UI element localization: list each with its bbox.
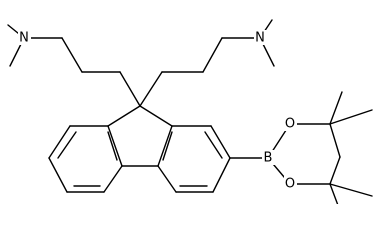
bond [210, 125, 231, 159]
atom-label-nitrogen-left: N [19, 31, 29, 46]
bond [48, 125, 71, 159]
bond [157, 125, 173, 167]
bond [107, 125, 123, 167]
bond [329, 123, 341, 158]
bond [48, 157, 68, 193]
bond [204, 131, 223, 159]
atom-labels: N N B O O [18, 30, 297, 192]
bond [107, 105, 141, 127]
atom-label-oxygen-bottom: O [285, 177, 295, 192]
bond [103, 165, 123, 193]
bond [329, 91, 343, 125]
bond [107, 131, 118, 161]
bond [202, 37, 223, 73]
bond [57, 131, 77, 159]
bond [162, 131, 173, 161]
atom-label-nitrogen-right: N [255, 31, 265, 46]
bond [329, 109, 373, 125]
bond [61, 37, 83, 73]
bond [212, 157, 231, 193]
bond [157, 165, 177, 193]
bond [139, 105, 173, 127]
bond [119, 71, 141, 107]
atom-label-oxygen-top: O [285, 117, 295, 132]
molecule-structure: N N B O O [7, 19, 373, 204]
bond [139, 71, 163, 107]
bond [329, 183, 373, 197]
bond [329, 156, 341, 185]
bond [329, 183, 339, 204]
bond-lines [7, 19, 373, 204]
atom-label-boron: B [264, 151, 273, 166]
